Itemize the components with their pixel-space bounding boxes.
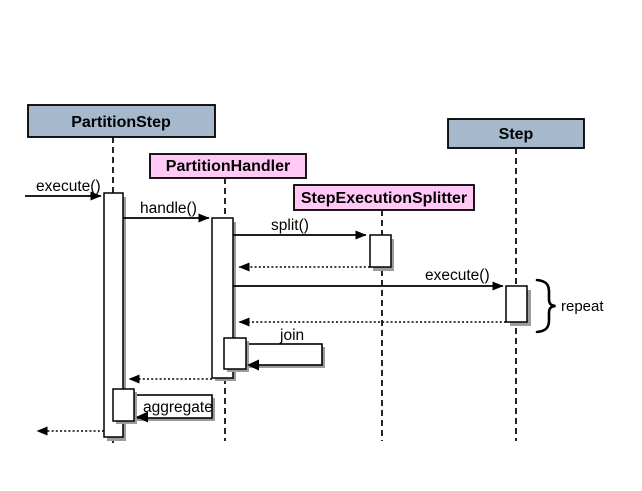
message-label-split: split() (271, 217, 309, 234)
participant-label: Step (499, 126, 534, 143)
message-label-join: join (279, 327, 304, 344)
activation-bar (369, 234, 392, 268)
participant-partition-step: PartitionStep (27, 104, 216, 138)
activation-step (505, 285, 531, 326)
participant-label: PartitionStep (71, 114, 171, 131)
nested-activation-join (223, 337, 249, 372)
activation-step-execution-splitter (369, 234, 394, 271)
activation-partition-step (103, 192, 126, 441)
self-message-join (245, 343, 325, 368)
aggregate-arrowhead-icon (136, 411, 148, 423)
message-label-aggregate: aggregate (143, 399, 213, 416)
participant-box (27, 104, 216, 138)
join-arrowhead-icon (247, 359, 259, 371)
participant-label: PartitionHandler (166, 158, 290, 175)
participant-step-execution-splitter: StepExecutionSplitter (293, 184, 475, 211)
participant-box (293, 184, 475, 211)
repeat-brace-icon (535, 278, 556, 334)
message-label-execute2: execute() (425, 267, 490, 284)
participant-box (447, 118, 585, 149)
participant-step: Step (447, 118, 585, 149)
participant-label: StepExecutionSplitter (301, 190, 467, 207)
activation-bar (112, 388, 135, 422)
activation-bar (103, 192, 124, 438)
participant-partition-handler: PartitionHandler (149, 153, 307, 179)
activation-bar (223, 337, 247, 370)
message-label-handle: handle() (140, 200, 197, 217)
activation-bar (505, 285, 528, 323)
message-label-execute1: execute() (36, 178, 101, 195)
self-message-aggregate (133, 394, 215, 421)
repeat-label: repeat (561, 298, 604, 315)
nested-activation-aggregate (112, 388, 137, 424)
participant-box (149, 153, 307, 179)
